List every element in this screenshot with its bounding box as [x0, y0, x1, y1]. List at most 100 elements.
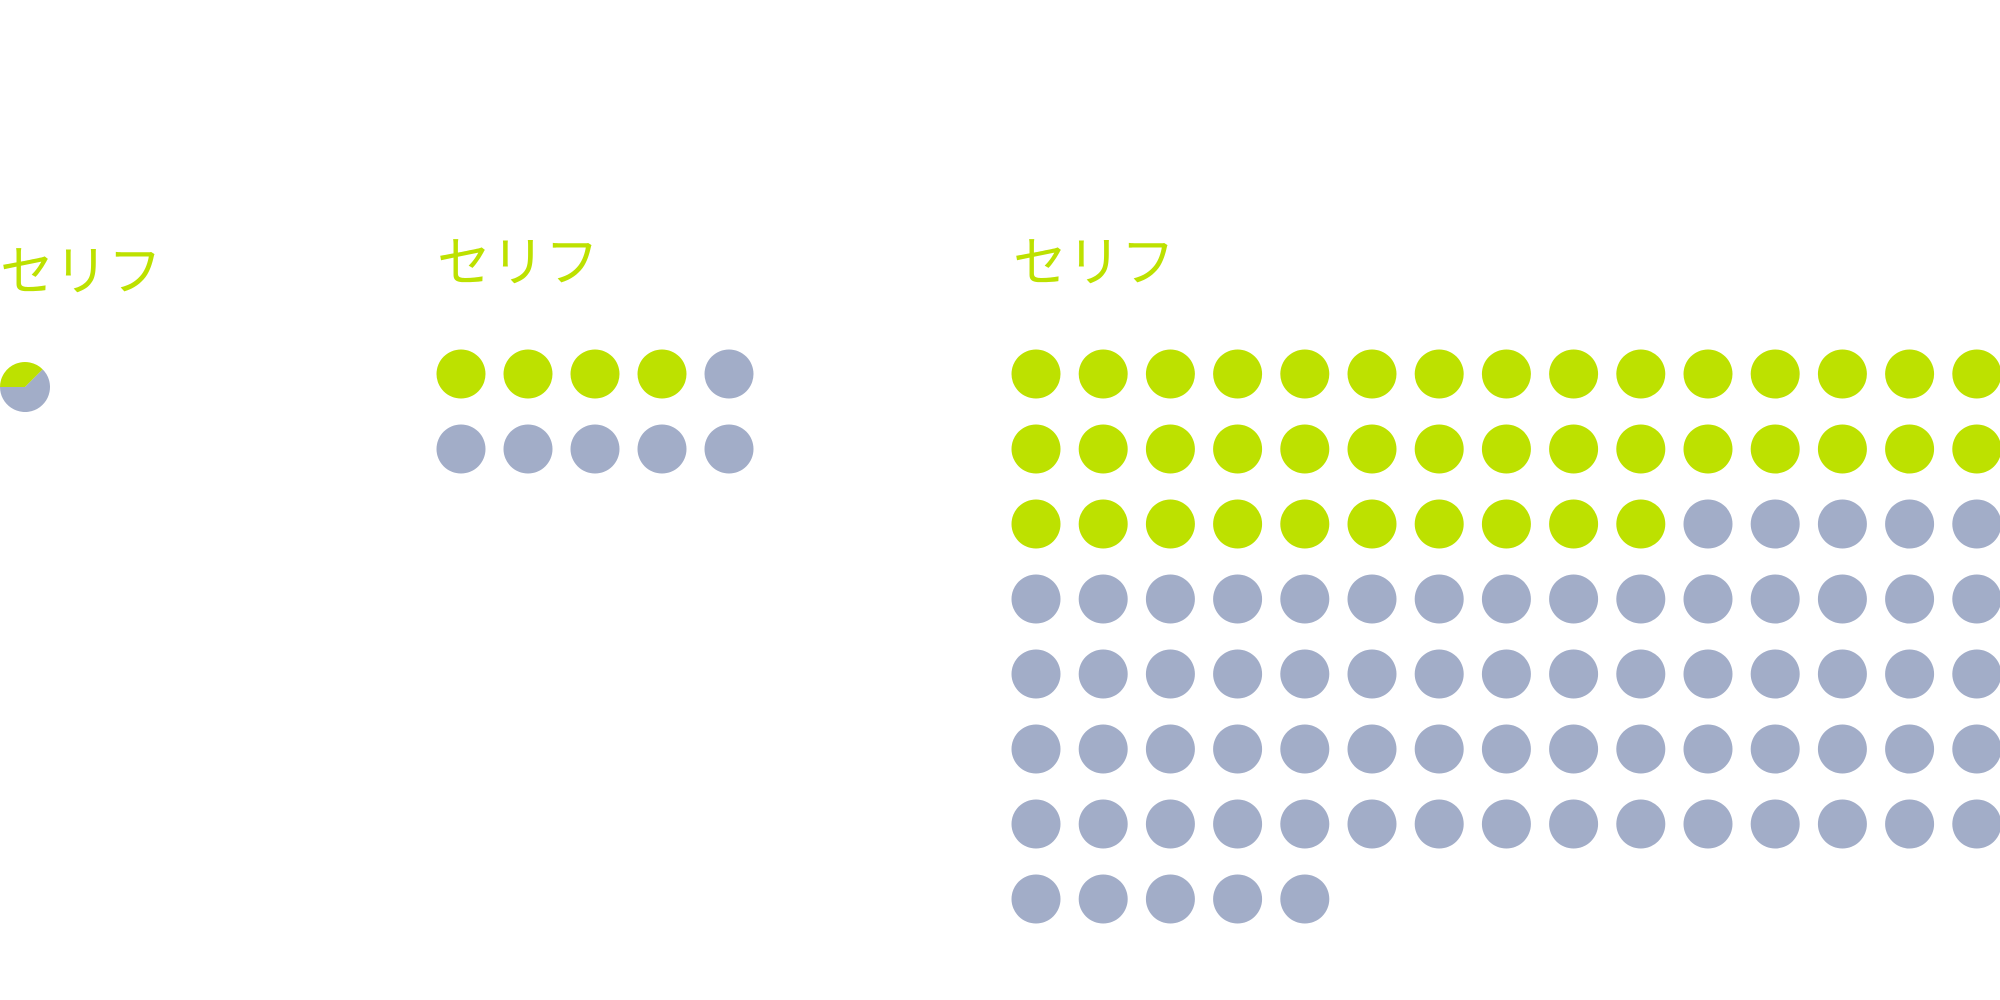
dot-empty — [1011, 724, 1061, 774]
dot-empty — [1683, 499, 1733, 549]
dot-empty — [1616, 799, 1666, 849]
dot-empty — [1952, 799, 2000, 849]
dot-filled — [1280, 424, 1330, 474]
dot-grid-large-panel: セリフ — [1011, 231, 2000, 924]
dot-empty — [1817, 799, 1867, 849]
dot-empty — [1280, 874, 1330, 924]
dot-empty — [1145, 574, 1195, 624]
pie-panel: セリフ — [0, 240, 162, 412]
dot-empty — [1078, 799, 1128, 849]
dot-filled — [1078, 499, 1128, 549]
dot-filled — [1481, 499, 1531, 549]
dot-filled — [1549, 349, 1599, 399]
dot-empty — [1683, 649, 1733, 699]
dot-empty — [1213, 799, 1263, 849]
dot-empty — [1952, 499, 2000, 549]
dot-filled — [436, 349, 486, 399]
dot-filled — [1347, 424, 1397, 474]
dot-empty — [1011, 574, 1061, 624]
dot-empty — [1481, 649, 1531, 699]
dot-filled — [1683, 349, 1733, 399]
dot-empty — [1280, 574, 1330, 624]
dot-filled — [1817, 349, 1867, 399]
dot-empty — [1078, 649, 1128, 699]
dot-empty — [1347, 649, 1397, 699]
dot-empty — [1952, 574, 2000, 624]
dot-filled — [1885, 424, 1935, 474]
dot-filled — [1145, 424, 1195, 474]
pie-title: セリフ — [0, 240, 162, 303]
dot-empty — [1011, 874, 1061, 924]
dot-filled — [1145, 499, 1195, 549]
dot-empty — [1549, 574, 1599, 624]
dot-empty — [1885, 499, 1935, 549]
dot-filled — [1952, 349, 2000, 399]
dot-filled — [1011, 349, 1061, 399]
dot-empty — [704, 349, 754, 399]
dot-filled — [1347, 349, 1397, 399]
dot-grid-large — [1011, 349, 2000, 924]
dot-filled — [1145, 349, 1195, 399]
dot-empty — [1347, 574, 1397, 624]
dot-grid-small-title: セリフ — [437, 231, 599, 294]
dot-filled — [1414, 424, 1464, 474]
dot-empty — [1213, 649, 1263, 699]
dot-empty — [637, 424, 687, 474]
dot-filled — [1078, 349, 1128, 399]
dot-filled — [1549, 499, 1599, 549]
dot-filled — [1213, 499, 1263, 549]
dot-filled — [1414, 499, 1464, 549]
dot-grid-small — [436, 349, 754, 474]
dot-empty — [1817, 574, 1867, 624]
dot-filled — [1481, 349, 1531, 399]
dot-empty — [1750, 724, 1800, 774]
dot-filled — [503, 349, 553, 399]
dot-empty — [1481, 724, 1531, 774]
dot-empty — [1078, 574, 1128, 624]
dot-filled — [1414, 349, 1464, 399]
dot-empty — [1616, 649, 1666, 699]
dot-empty — [1145, 649, 1195, 699]
dot-empty — [1549, 799, 1599, 849]
dot-empty — [1213, 574, 1263, 624]
dot-empty — [1817, 649, 1867, 699]
dot-empty — [1952, 649, 2000, 699]
dot-empty — [1549, 649, 1599, 699]
pie-slice — [0, 361, 43, 387]
dot-filled — [1011, 499, 1061, 549]
dot-filled — [1280, 349, 1330, 399]
dot-empty — [1347, 799, 1397, 849]
dot-filled — [1683, 424, 1733, 474]
dot-empty — [1213, 874, 1263, 924]
dot-empty — [1414, 649, 1464, 699]
dot-filled — [570, 349, 620, 399]
dot-empty — [1683, 574, 1733, 624]
dot-empty — [1347, 724, 1397, 774]
dot-empty — [1481, 799, 1531, 849]
dot-empty — [1750, 499, 1800, 549]
dot-filled — [1616, 424, 1666, 474]
dot-empty — [1078, 724, 1128, 774]
dot-empty — [1616, 574, 1666, 624]
dot-filled — [1078, 424, 1128, 474]
dot-empty — [1885, 724, 1935, 774]
dot-filled — [1885, 349, 1935, 399]
dot-filled — [1750, 349, 1800, 399]
dot-empty — [1817, 499, 1867, 549]
dot-empty — [1414, 574, 1464, 624]
dot-empty — [1414, 724, 1464, 774]
dot-filled — [1952, 424, 2000, 474]
dot-empty — [1817, 724, 1867, 774]
dot-empty — [1280, 649, 1330, 699]
dot-empty — [570, 424, 620, 474]
dot-empty — [1885, 574, 1935, 624]
dot-empty — [704, 424, 754, 474]
dot-empty — [1952, 724, 2000, 774]
dot-empty — [1549, 724, 1599, 774]
dot-filled — [1011, 424, 1061, 474]
dot-empty — [1213, 724, 1263, 774]
dot-empty — [1280, 799, 1330, 849]
dot-filled — [1817, 424, 1867, 474]
